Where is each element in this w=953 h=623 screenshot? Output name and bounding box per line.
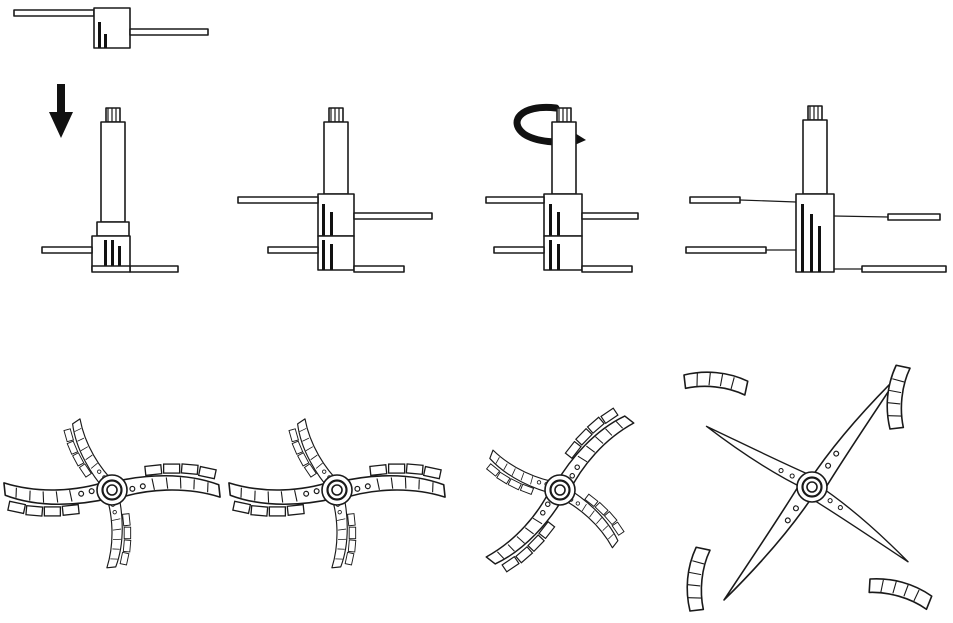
assembly-step-3: [485, 107, 639, 273]
assembly-step-4: [685, 105, 947, 273]
upper-blade-part: [13, 7, 209, 49]
assembly-step-1: [41, 107, 179, 273]
blade-view-1: [0, 414, 225, 572]
down-arrow-icon: [49, 84, 73, 138]
blade-view-3: [476, 401, 644, 579]
blade-view-2: [224, 414, 450, 572]
assembly-step-2: [237, 107, 433, 273]
blade-view-4: [673, 358, 935, 623]
